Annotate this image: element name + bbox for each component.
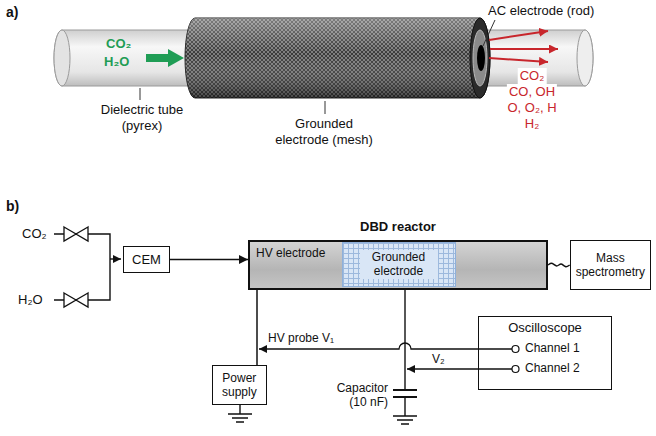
gas-label: CO₂ xyxy=(22,226,47,242)
box-label: CEM xyxy=(132,252,161,268)
channel-label: Channel 2 xyxy=(525,361,580,376)
probe-line xyxy=(407,368,512,369)
connector-line xyxy=(170,259,248,261)
product-arrow xyxy=(490,48,558,50)
panel-letter: b) xyxy=(6,198,19,215)
product-label: CO₂ xyxy=(518,68,547,84)
gas-line xyxy=(54,234,110,300)
ground-symbol xyxy=(228,414,252,422)
instrument-box: Power supply xyxy=(212,365,267,405)
leader-line xyxy=(140,88,141,100)
valve-symbol xyxy=(64,227,88,241)
product-label: CO, OH xyxy=(507,84,557,100)
tube-end xyxy=(577,30,593,86)
gas-line xyxy=(110,258,121,259)
mesh-end xyxy=(470,18,490,98)
box-label: HV electrode xyxy=(256,246,332,260)
box-label: Power supply xyxy=(222,371,257,400)
leader-line xyxy=(325,101,326,114)
box-label: Mass spectrometry xyxy=(576,251,645,280)
reactor-box: HV electrodeGrounded electrodeDBD reacto… xyxy=(248,240,548,290)
product-arrow xyxy=(489,31,548,40)
instrument-box: OscilloscopeChannel 1 Channel 2 xyxy=(478,316,612,390)
mesh-shading xyxy=(185,18,490,98)
connector-line xyxy=(256,287,258,365)
instrument-box: Mass spectrometry xyxy=(570,240,651,290)
inlet-arrow xyxy=(146,49,184,67)
electrode-mesh-region: Grounded electrode xyxy=(342,242,456,287)
wire xyxy=(239,405,240,414)
signal-label: HV probe V₁ xyxy=(268,331,334,345)
mesh-electrode xyxy=(185,18,490,98)
capacitor-symbol xyxy=(393,390,417,397)
tube-section xyxy=(473,30,487,86)
box-title: DBD reactor xyxy=(250,219,546,235)
wavy-connector xyxy=(548,263,570,266)
part-label: Grounded electrode (mesh) xyxy=(268,116,380,147)
channel-terminal xyxy=(512,346,519,353)
product-arrow xyxy=(489,58,548,62)
part-label: AC electrode (rod) xyxy=(488,3,594,19)
channel-label: Channel 1 xyxy=(525,341,580,356)
channel-terminal xyxy=(512,366,519,373)
tube-end xyxy=(54,30,70,86)
valve-symbol xyxy=(64,293,88,307)
gas-label: CO₂ xyxy=(106,36,131,52)
ground-symbol xyxy=(393,416,417,424)
box-title: Oscilloscope xyxy=(479,320,611,336)
product-label: O, O₂, H xyxy=(505,100,558,116)
electrode-region: HV electrode xyxy=(250,242,338,287)
product-label: H₂ xyxy=(523,116,541,132)
component-label: Capacitor (10 nF) xyxy=(328,381,388,410)
panel-letter: a) xyxy=(6,4,18,21)
gas-label: H₂O xyxy=(104,54,129,70)
gas-label: H₂O xyxy=(18,292,43,308)
signal-label: V₂ xyxy=(432,352,445,366)
device-box: CEM xyxy=(123,246,170,273)
leader-line xyxy=(483,20,495,46)
rod-electrode xyxy=(477,45,485,71)
part-label: Dielectric tube (pyrex) xyxy=(90,102,194,133)
box-label: Grounded electrode xyxy=(360,250,438,280)
